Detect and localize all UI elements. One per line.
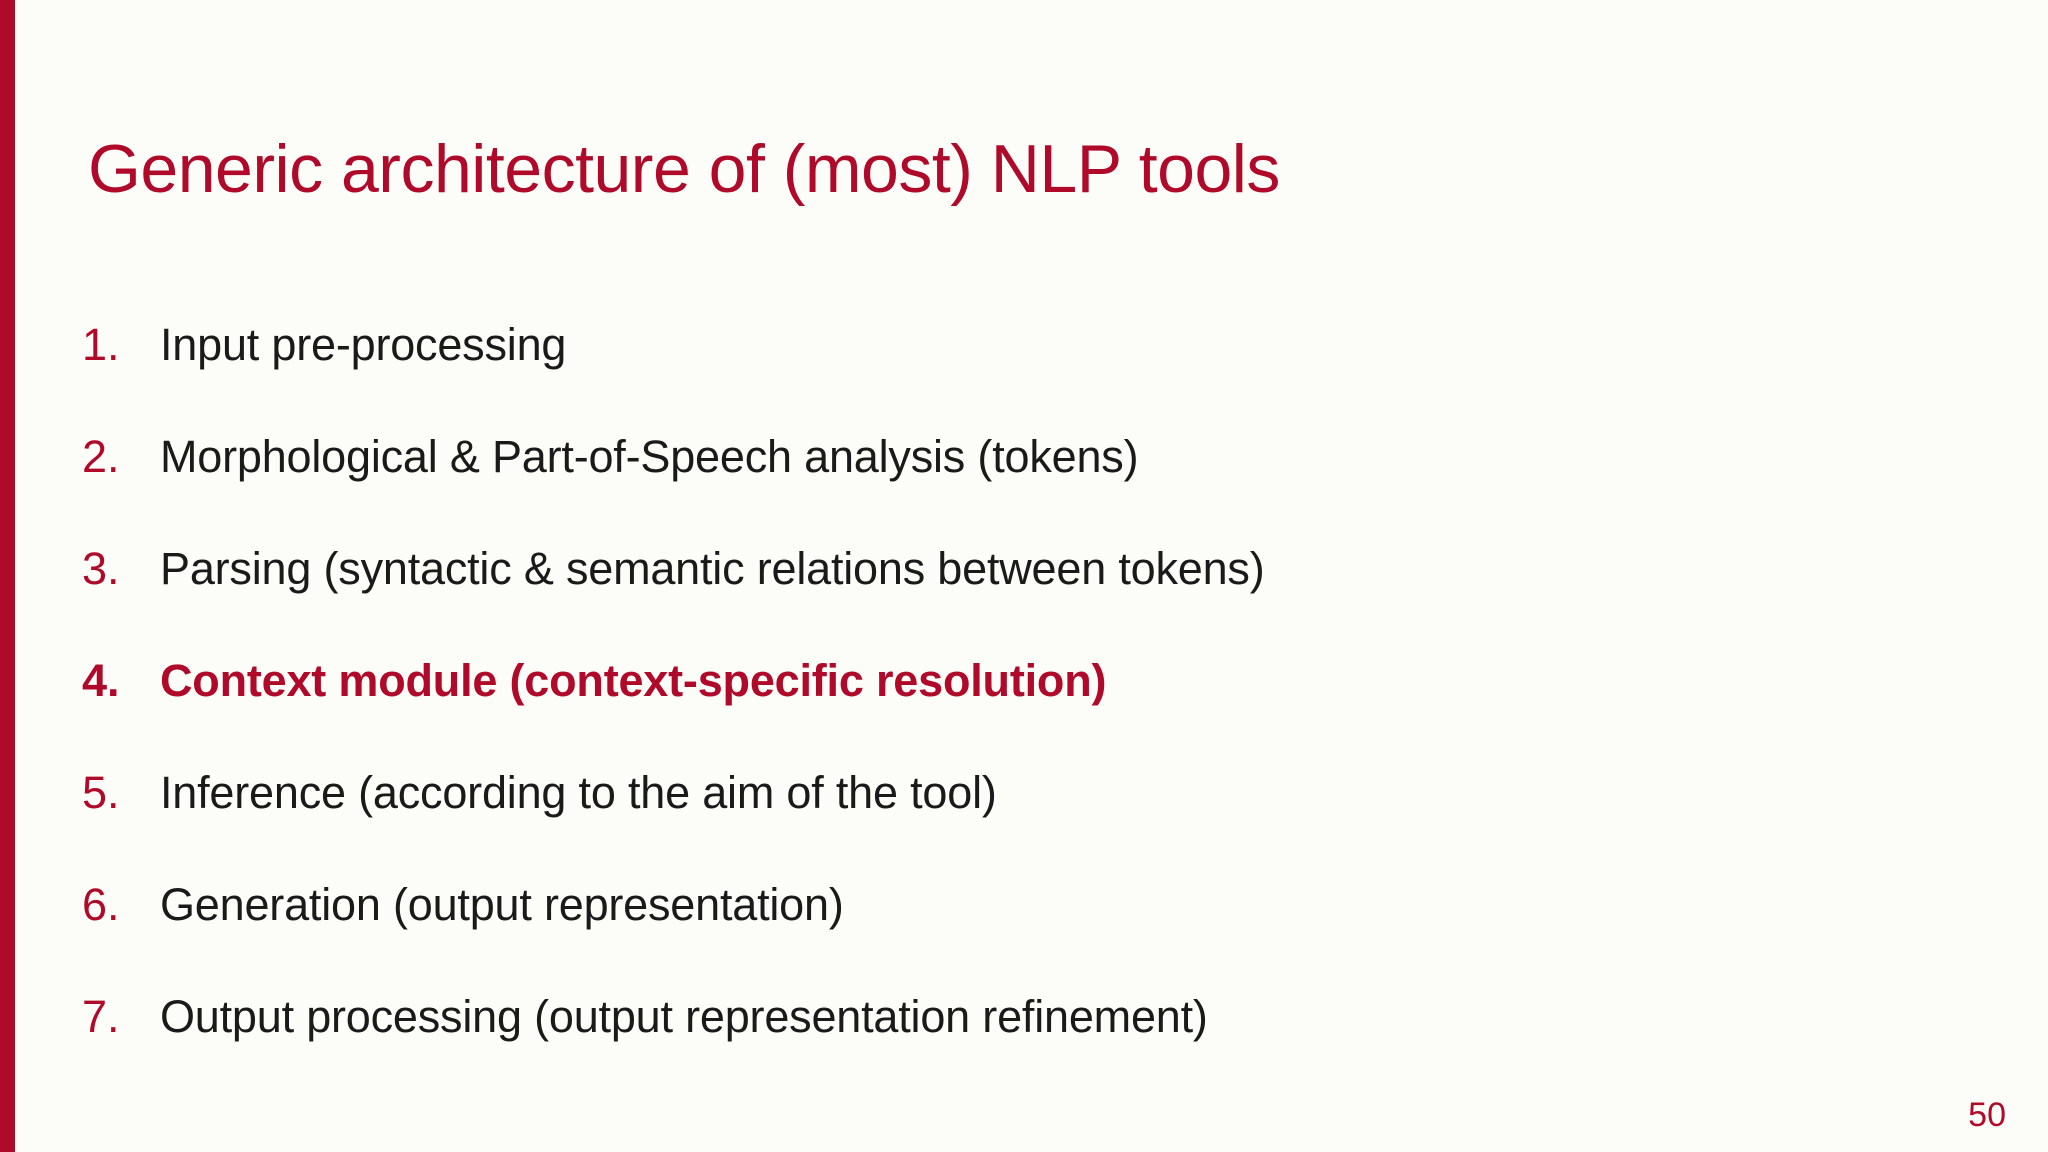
- list-item-label: Output processing (output representation…: [160, 991, 1208, 1042]
- list-item-label: Input pre-processing: [160, 319, 567, 370]
- list-item-number: 4.: [82, 655, 120, 706]
- numbered-list: 1. Input pre-processing 2. Morphological…: [82, 322, 1942, 1106]
- list-item-number: 2.: [82, 431, 120, 482]
- list-item: 1. Input pre-processing: [82, 322, 1942, 434]
- page-number: 50: [1968, 1096, 2006, 1134]
- list-item-number: 6.: [82, 879, 120, 930]
- list-item: 6. Generation (output representation): [82, 882, 1942, 994]
- list-item-label: Generation (output representation): [160, 879, 844, 930]
- list-item-number: 3.: [82, 543, 120, 594]
- list-item: 3. Parsing (syntactic & semantic relatio…: [82, 546, 1942, 658]
- list-item-label: Morphological & Part-of-Speech analysis …: [160, 431, 1139, 482]
- list-item-label: Inference (according to the aim of the t…: [160, 767, 997, 818]
- list-item: 7. Output processing (output representat…: [82, 994, 1942, 1106]
- list-item-number: 1.: [82, 319, 120, 370]
- left-accent-bar: [0, 0, 15, 1152]
- list-item-label: Parsing (syntactic & semantic relations …: [160, 543, 1265, 594]
- list-item-number: 7.: [82, 991, 120, 1042]
- list-item: 5. Inference (according to the aim of th…: [82, 770, 1942, 882]
- list-item-highlighted: 4. Context module (context-specific reso…: [82, 658, 1942, 770]
- page-title: Generic architecture of (most) NLP tools: [88, 131, 1280, 207]
- list-item-number: 5.: [82, 767, 120, 818]
- list-item: 2. Morphological & Part-of-Speech analys…: [82, 434, 1942, 546]
- list-item-label: Context module (context-specific resolut…: [160, 655, 1107, 706]
